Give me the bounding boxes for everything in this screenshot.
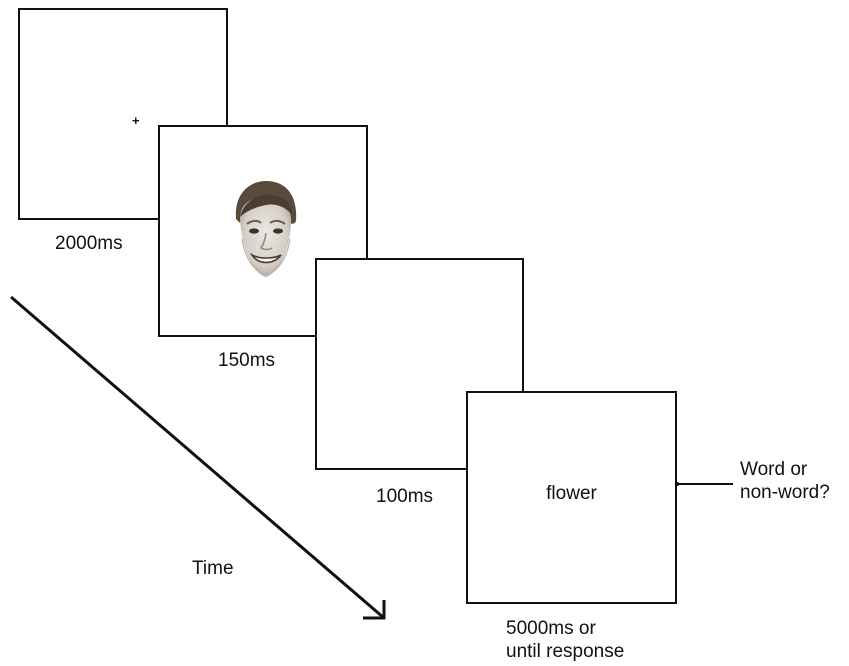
- target-duration-label: 5000ms or until response: [506, 618, 624, 664]
- time-label: Time: [192, 558, 234, 579]
- time-arrow-head: [363, 600, 386, 620]
- fixation-duration-label: 2000ms: [55, 233, 123, 254]
- face-prime-duration-label: 150ms: [218, 350, 276, 371]
- response-question: Word or non-word?: [740, 459, 830, 505]
- target-word-frame: flower: [466, 391, 677, 604]
- response-question-line-1: Word or: [740, 459, 808, 480]
- smiling-face-photo-icon: [230, 179, 300, 281]
- fixation-cross: +: [132, 113, 140, 128]
- target-duration-line-2: until response: [506, 640, 625, 662]
- target-duration-line-1: 5000ms or: [506, 618, 596, 639]
- blank-duration-label: 100ms: [376, 486, 434, 507]
- response-question-line-2: non-word?: [740, 481, 830, 503]
- target-word: flower: [546, 483, 597, 504]
